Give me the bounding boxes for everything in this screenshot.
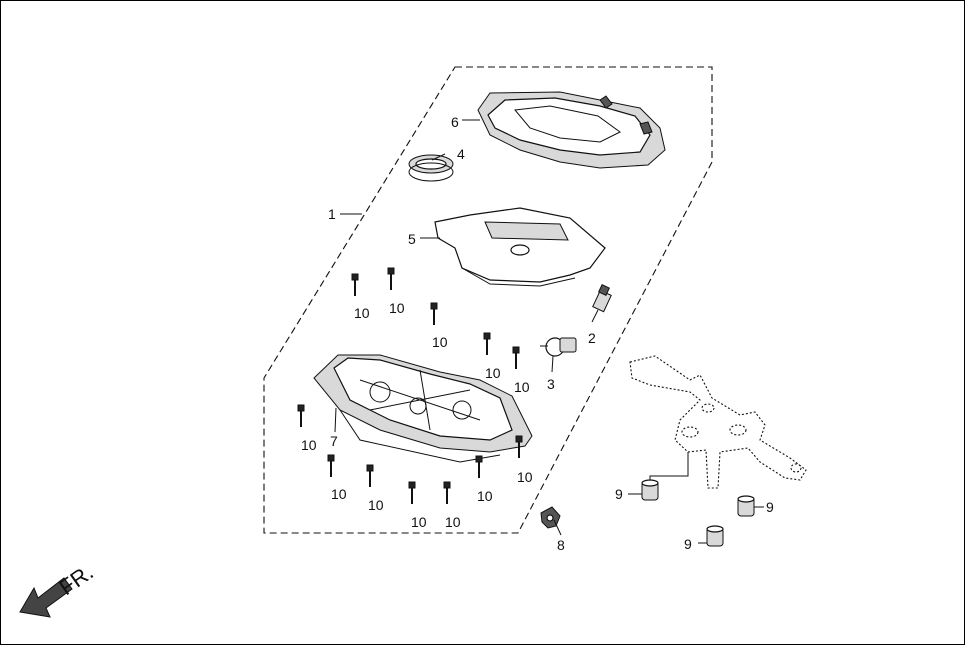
bulb-socket-part — [592, 284, 612, 313]
bracket-grommet-part-b — [737, 495, 755, 517]
clamp-part — [540, 506, 561, 529]
callout-9-c: 9 — [684, 536, 692, 552]
callout-9-b: 9 — [766, 499, 774, 515]
meter-panel-part — [434, 207, 606, 287]
meter-lower-case-part — [313, 354, 533, 463]
bracket-grommet-part-c — [706, 525, 724, 547]
callout-2: 2 — [588, 330, 596, 346]
bulb-part — [540, 337, 577, 357]
callout-1: 1 — [328, 206, 336, 222]
callout-10-d: 10 — [485, 365, 501, 381]
callout-10-l: 10 — [445, 514, 461, 530]
callout-8: 8 — [557, 537, 565, 553]
callout-labels: 1 2 3 4 5 6 7 8 9 9 9 10 10 10 10 10 10 … — [301, 114, 774, 553]
bracket-grommet-part-a — [641, 479, 659, 501]
assembly-group-outline — [263, 66, 713, 534]
leader-lines — [334, 119, 764, 544]
callout-10-e: 10 — [514, 379, 530, 395]
callout-10-b: 10 — [389, 300, 405, 316]
callout-9-a: 9 — [615, 486, 623, 502]
meter-cover-part — [477, 91, 666, 169]
grommet-ring-part — [408, 154, 454, 182]
callout-10-i: 10 — [368, 497, 384, 513]
front-direction-arrow-icon — [19, 577, 73, 618]
callout-7: 7 — [330, 433, 338, 449]
meter-bracket-part — [629, 355, 807, 489]
callout-10-a: 10 — [354, 305, 370, 321]
callout-10-j: 10 — [477, 488, 493, 504]
callout-10-k: 10 — [411, 514, 427, 530]
callout-10-h: 10 — [331, 486, 347, 502]
callout-10-f: 10 — [301, 437, 317, 453]
callout-10-c: 10 — [432, 334, 448, 350]
screw-parts — [297, 267, 523, 504]
callout-3: 3 — [547, 376, 555, 392]
callout-4: 4 — [457, 146, 465, 162]
callout-5: 5 — [408, 231, 416, 247]
callout-6: 6 — [451, 114, 459, 130]
callout-10-g: 10 — [517, 469, 533, 485]
